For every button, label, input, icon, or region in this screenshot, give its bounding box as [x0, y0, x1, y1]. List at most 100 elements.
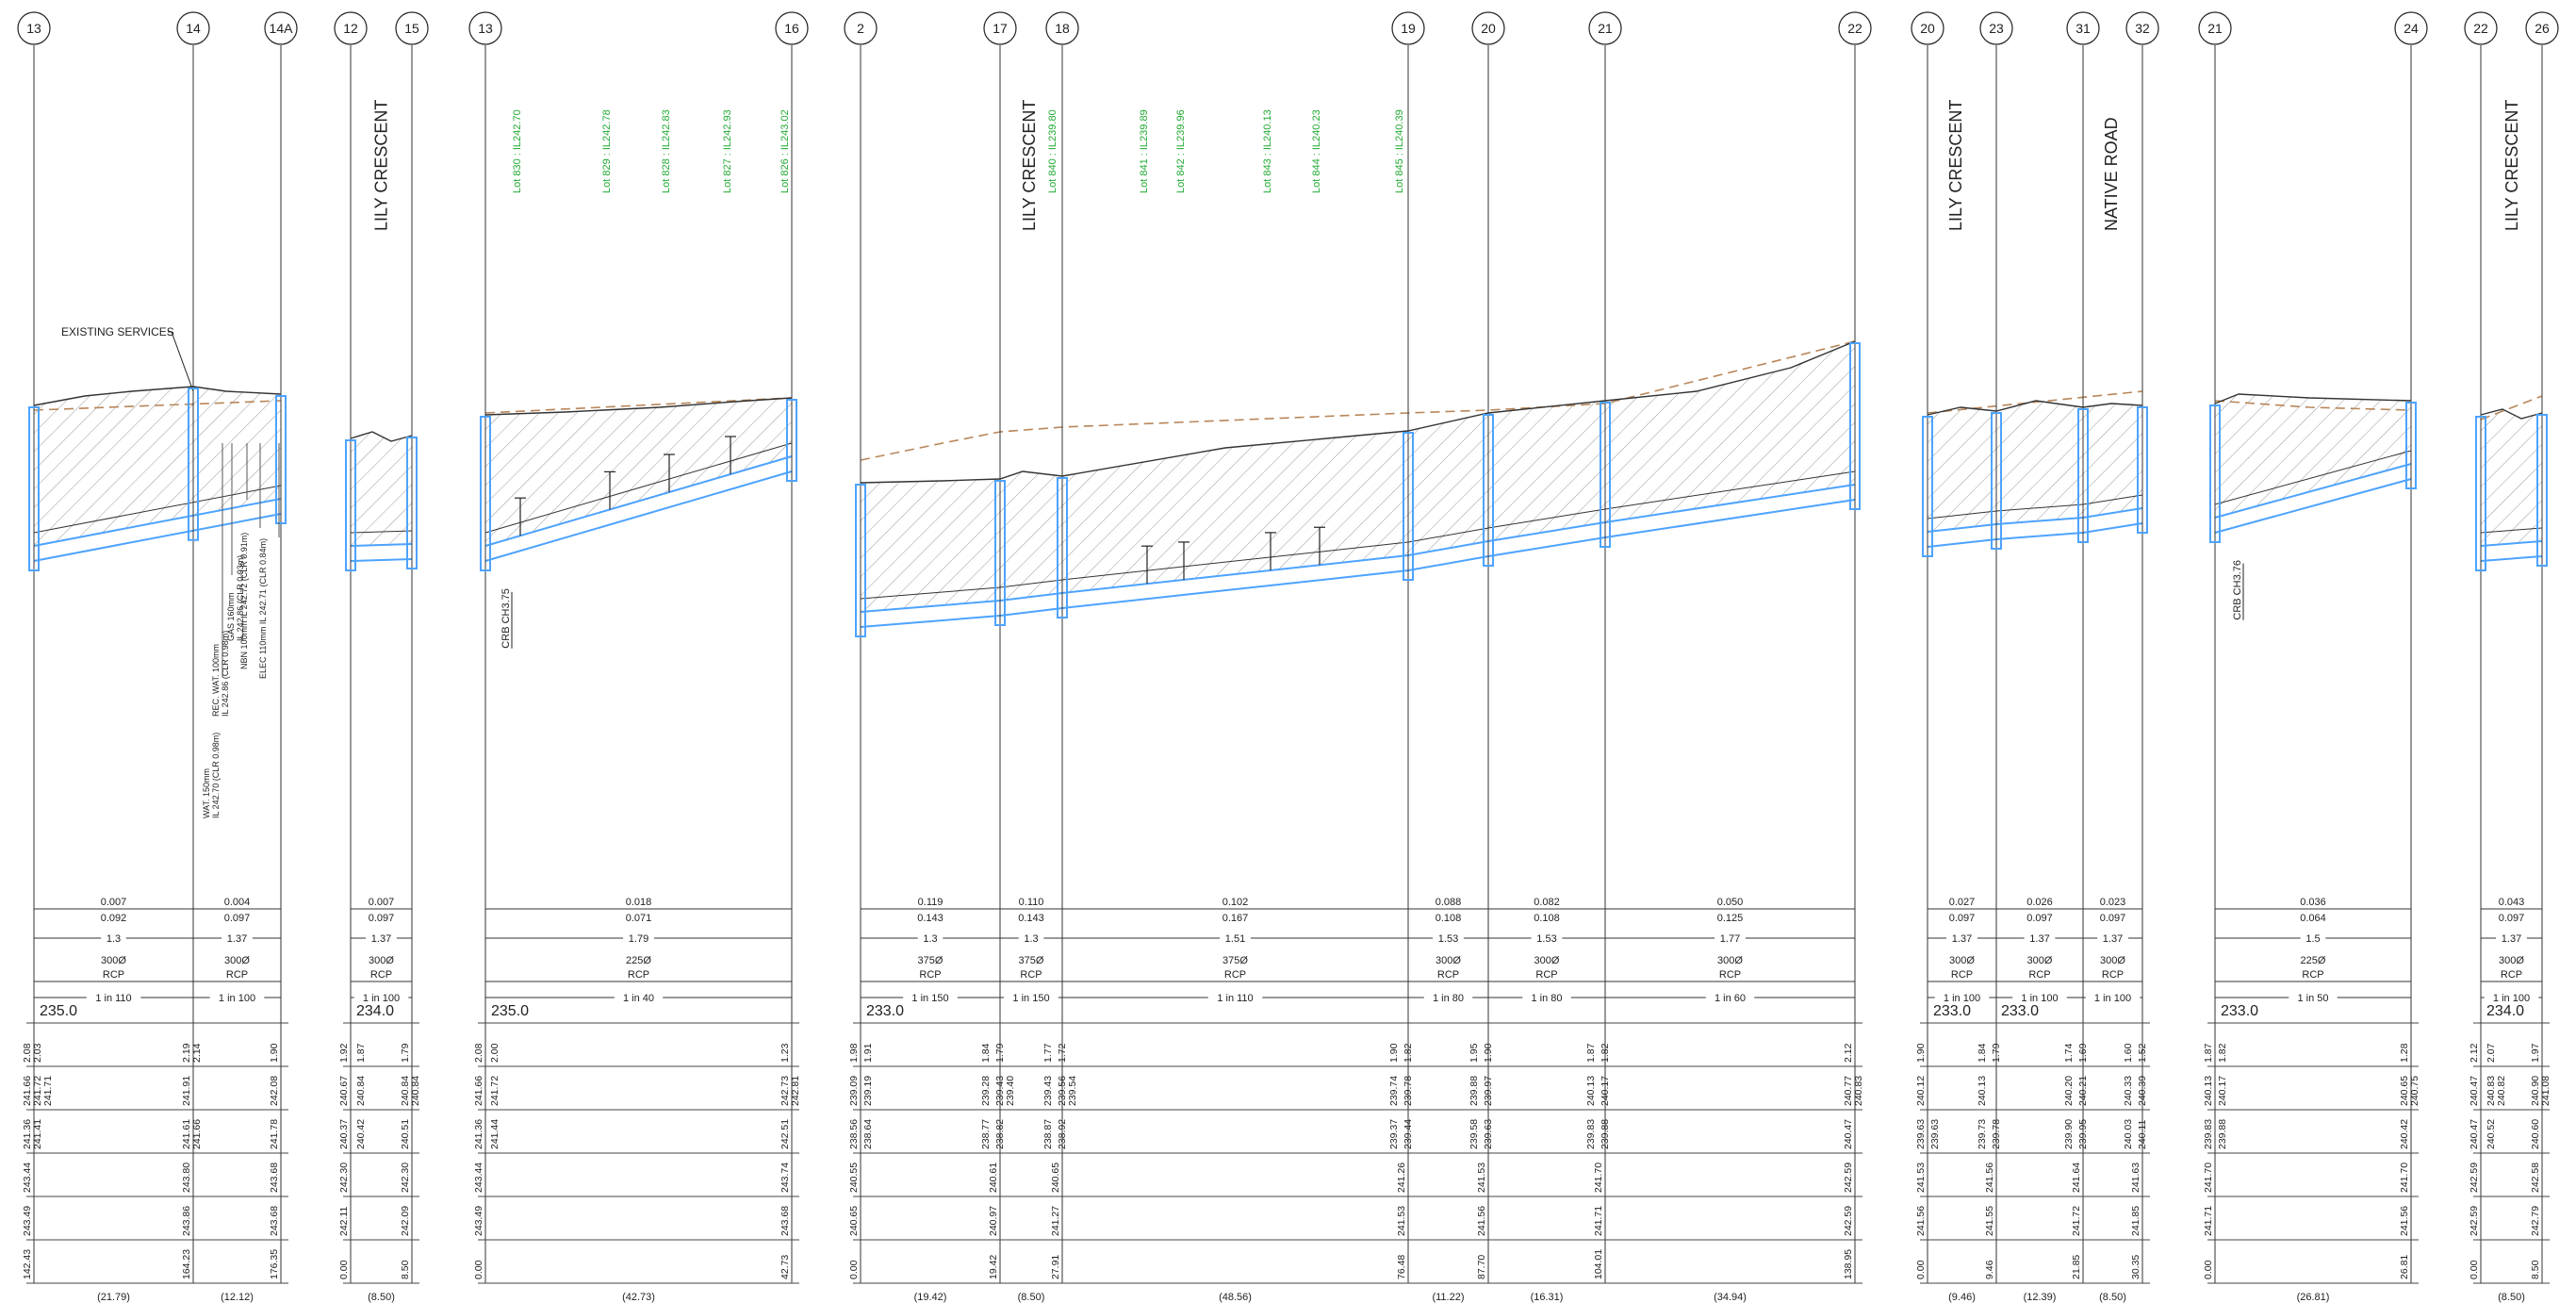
row-value: 240.33	[2123, 1076, 2134, 1106]
service-label: WAT. 150mm	[202, 768, 211, 818]
row-value: 1.95	[1468, 1043, 1480, 1063]
span-velocity: 0.097	[1949, 913, 1976, 924]
node-label: 18	[1055, 21, 1070, 36]
row-value: 1.79	[1991, 1043, 2002, 1063]
span-slope-dim-label: 1 in 150	[1012, 993, 1049, 1004]
span-velocity: 0.108	[1534, 913, 1560, 924]
row-value: 0.00	[2203, 1260, 2214, 1279]
row-value: 239.83	[1585, 1119, 1597, 1149]
row-value: 240.83	[1853, 1076, 1864, 1106]
span-velocity: 0.097	[2026, 913, 2053, 924]
span-length-dim-label-bg	[222, 932, 253, 944]
span-length-label: (12.39)	[2024, 1292, 2057, 1303]
row-value: 164.23	[181, 1249, 192, 1279]
row-value: 1.84	[980, 1043, 992, 1063]
cover-hatch	[861, 341, 1855, 612]
row-value: 242.58	[2530, 1163, 2541, 1193]
row-value: 239.95	[2077, 1119, 2089, 1149]
row-value: 176.35	[269, 1249, 280, 1279]
span-velocity: 0.125	[1717, 913, 1744, 924]
row-value: 240.13	[1977, 1076, 1988, 1106]
node-marker	[1911, 11, 1944, 45]
row-value: 239.43	[1042, 1076, 1054, 1106]
row-value: 243.80	[181, 1163, 192, 1193]
node-label: 17	[993, 21, 1008, 36]
row-value: 241.70	[1593, 1163, 1604, 1193]
cover-hatch	[34, 387, 281, 546]
row-value: 1.52	[2137, 1043, 2148, 1063]
span-diameter: 300Ø	[224, 955, 250, 966]
span-slope-dim-label-bg	[903, 992, 958, 1003]
row-value: 1.77	[1042, 1043, 1054, 1063]
node-marker	[264, 11, 298, 45]
span-material: RCP	[1020, 969, 1042, 981]
row-value: 241.70	[2399, 1163, 2410, 1193]
existing-ground-line	[860, 340, 1856, 484]
node-label: 13	[478, 21, 493, 36]
row-value: 239.83	[2203, 1119, 2214, 1149]
span-slope-dim-label-bg	[1207, 992, 1263, 1003]
span-grade: 0.004	[224, 897, 251, 908]
span-slope-dim-label: 1 in 110	[95, 993, 131, 1004]
row-value: 30.35	[2130, 1255, 2141, 1279]
crossing-label: CRB CH3.75	[500, 588, 512, 649]
span-length-label: (16.31)	[1531, 1292, 1564, 1303]
span-length-dim-label-bg	[2097, 932, 2128, 944]
node-label: 13	[26, 21, 41, 36]
span-length-dim-label: 1.77	[1720, 933, 1740, 945]
row-value: 242.09	[400, 1206, 411, 1236]
span-length-dim-label: 1.37	[2029, 933, 2049, 945]
manhole-shaft	[1849, 342, 1861, 510]
row-value: 241.56	[2399, 1206, 2410, 1236]
row-value: 242.11	[338, 1207, 350, 1236]
manhole-shaft	[2077, 408, 2089, 543]
row-value: 241.66	[473, 1076, 484, 1106]
span-slope-dim-label: 1 in 80	[1531, 993, 1562, 1004]
existing-ground-line	[484, 397, 793, 416]
span-length-dim-label: 1.37	[1952, 933, 1972, 945]
span-length-label: (42.73)	[622, 1292, 655, 1303]
row-value: 243.49	[22, 1206, 33, 1236]
span-slope-dim-label: 1 in 100	[363, 993, 400, 1004]
span-length-dim-label: 1.37	[2502, 933, 2521, 945]
pipe-invert-line	[484, 470, 793, 562]
row-value: 240.51	[400, 1119, 411, 1149]
existing-services-callout: EXISTING SERVICES	[61, 325, 174, 338]
row-value: 1.97	[2530, 1043, 2541, 1063]
manhole-shaft	[345, 439, 356, 571]
node-marker	[2394, 11, 2428, 45]
span-grade: 0.027	[1949, 897, 1976, 908]
row-value: 239.88	[1468, 1076, 1480, 1106]
row-value: 19.42	[988, 1255, 999, 1279]
span-length-label: (12.12)	[221, 1292, 254, 1303]
span-velocity: 0.097	[369, 913, 395, 924]
span-slope-dim-label-bg	[2484, 992, 2539, 1003]
manhole-shaft	[1403, 432, 1414, 581]
lot-invert-label: Lot 845 : IL240.39	[1394, 109, 1405, 193]
service-label: GAS 160mm	[226, 592, 236, 641]
node-marker	[468, 11, 502, 45]
row-value: 240.21	[2077, 1076, 2089, 1106]
span-slope-dim-label: 1 in 100	[2021, 993, 2058, 1004]
lot-invert-label: Lot 842 : IL239.96	[1175, 109, 1187, 193]
span-diameter: 300Ø	[2100, 955, 2125, 966]
node-label: 15	[404, 21, 419, 36]
row-value: 241.41	[32, 1119, 43, 1149]
row-value: 241.56	[1984, 1163, 1995, 1193]
span-length-dim-label-bg	[2300, 932, 2326, 944]
service-label: ELEC 110mm IL 242.71 (CLR 0.84m)	[258, 538, 268, 679]
span-velocity: 0.092	[101, 913, 127, 924]
span-velocity: 0.167	[1222, 913, 1249, 924]
row-value: 240.84	[400, 1076, 411, 1106]
row-value: 240.13	[1585, 1076, 1597, 1106]
row-value: 241.72	[32, 1076, 43, 1106]
existing-ground-line	[2480, 408, 2543, 420]
row-value: 240.37	[338, 1119, 350, 1149]
span-slope-dim-label: 1 in 110	[1217, 993, 1253, 1004]
row-value: 241.56	[1476, 1206, 1487, 1236]
lot-invert-label: Lot 840 : IL239.80	[1047, 109, 1058, 193]
span-slope-dim-label: 1 in 150	[911, 993, 948, 1004]
